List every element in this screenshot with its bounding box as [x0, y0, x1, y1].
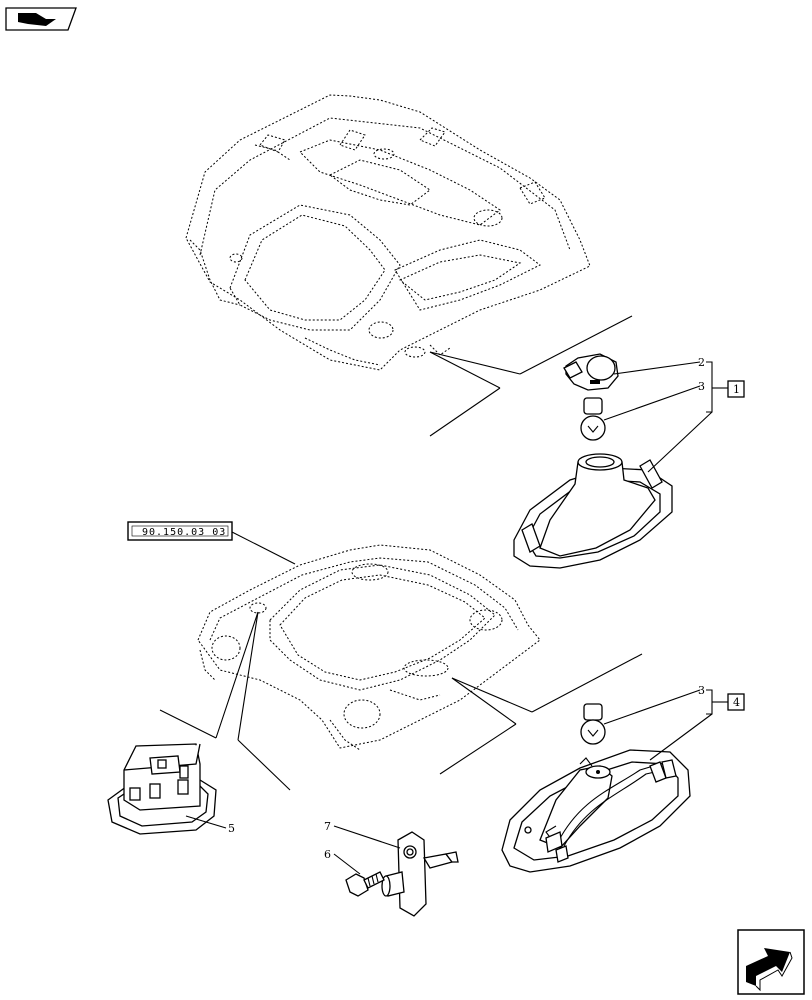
callout-2: 2: [698, 356, 705, 369]
bulb-part-lower: [580, 703, 606, 745]
door-switch-part: [381, 831, 459, 917]
leader-lower-left-ext: [159, 709, 217, 739]
lower-headliner-assembly: [197, 544, 541, 751]
kit-1-box: [727, 380, 745, 398]
leader-lower-left: [215, 611, 259, 739]
leader-lower-left-2: [237, 611, 259, 741]
callout-5: 5: [228, 822, 235, 835]
callout-3-lower: 3: [698, 684, 705, 697]
leader-upper-roof-right: [429, 351, 521, 375]
leader-lower-right-ext: [531, 653, 643, 713]
screw-part: [345, 871, 385, 897]
leader-lower-right: [451, 677, 533, 713]
callout-group-kit-1: [603, 361, 728, 473]
callout-group-kit-4: [603, 689, 728, 761]
leader-reference: [231, 531, 296, 565]
kit-4-label: 4: [733, 696, 740, 709]
callout-6: 6: [324, 848, 331, 861]
kit-1-label: 1: [733, 383, 740, 396]
callout-3-upper: 3: [698, 380, 705, 393]
upper-lamp-housing: [513, 453, 673, 569]
leader-item-6: [333, 853, 361, 875]
next-page-arrow-icon[interactable]: [737, 929, 805, 995]
bulb-part-upper: [580, 397, 606, 441]
kit-4-box: [727, 693, 745, 711]
leader-lower-left-2-ext: [237, 739, 291, 791]
upper-roof-assembly: [185, 94, 591, 371]
leader-upper-roof-left: [429, 351, 501, 389]
reference-box[interactable]: [127, 521, 233, 541]
leader-upper-roof-right-ext: [519, 315, 633, 375]
leader-lower-right-2-ext: [439, 723, 517, 775]
leader-lower-right-2: [451, 677, 517, 725]
bulb-holder-part: [563, 353, 619, 391]
switch-part: [107, 743, 217, 835]
reference-code[interactable]: 90.150.03 03: [142, 527, 226, 538]
leader-upper-roof-left-ext: [429, 387, 501, 437]
lower-lamp-housing: [501, 749, 691, 873]
book-back-arrow-icon[interactable]: [5, 7, 77, 31]
callout-7: 7: [324, 820, 331, 833]
leader-item-5: [185, 815, 227, 829]
leader-item-7: [333, 825, 401, 849]
